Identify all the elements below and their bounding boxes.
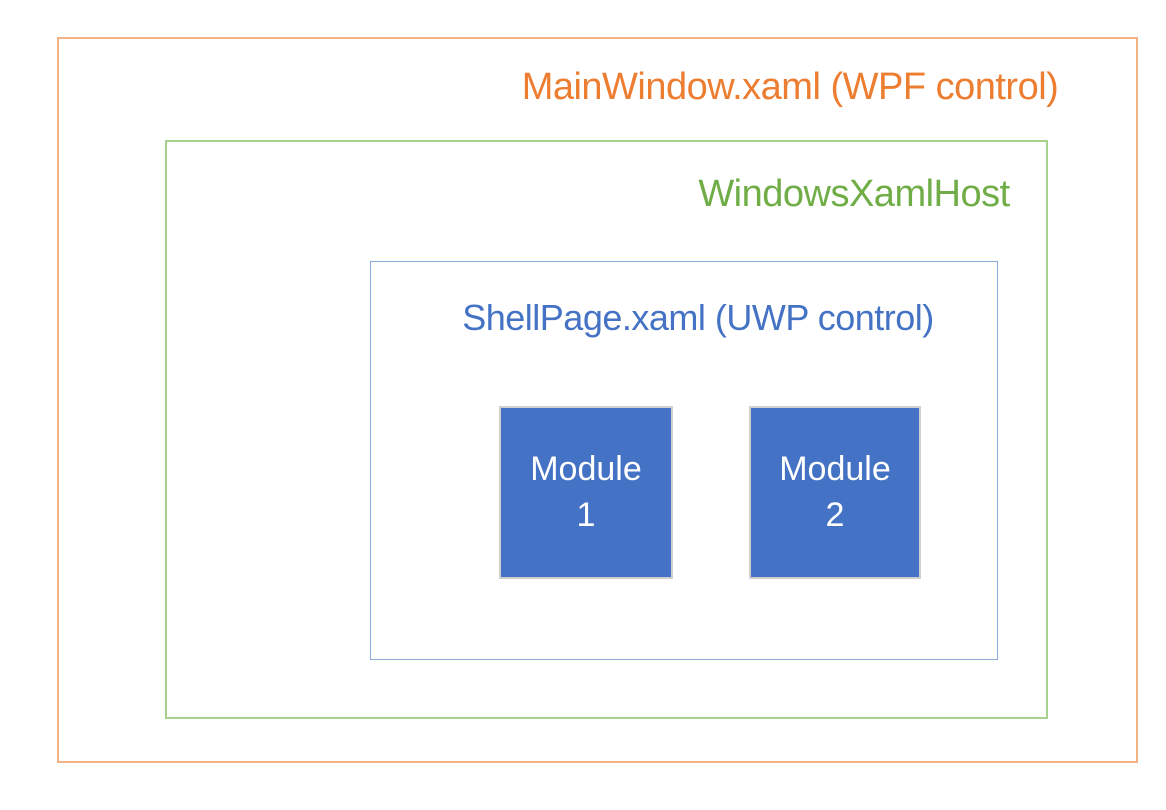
- module-1-label-line1: Module: [530, 449, 642, 488]
- mainwindow-wpf-label: MainWindow.xaml (WPF control): [521, 66, 1059, 108]
- shellpage-uwp-label: ShellPage.xaml (UWP control): [462, 297, 934, 338]
- module-2-box: Module 2: [749, 406, 921, 579]
- module-2-label-line2: 2: [825, 495, 845, 534]
- windowsxamlhost-label: WindowsXamlHost: [698, 173, 1010, 215]
- shellpage-uwp-box: Module 1 Module 2: [370, 261, 998, 660]
- windowsxamlhost-box: Module 1 Module 2: [165, 140, 1048, 719]
- module-2-label-line1: Module: [779, 449, 891, 488]
- mainwindow-wpf-box: Module 1 Module 2: [57, 37, 1138, 763]
- module-1-label-line2: 1: [576, 495, 596, 534]
- module-1-box: Module 1: [499, 406, 673, 579]
